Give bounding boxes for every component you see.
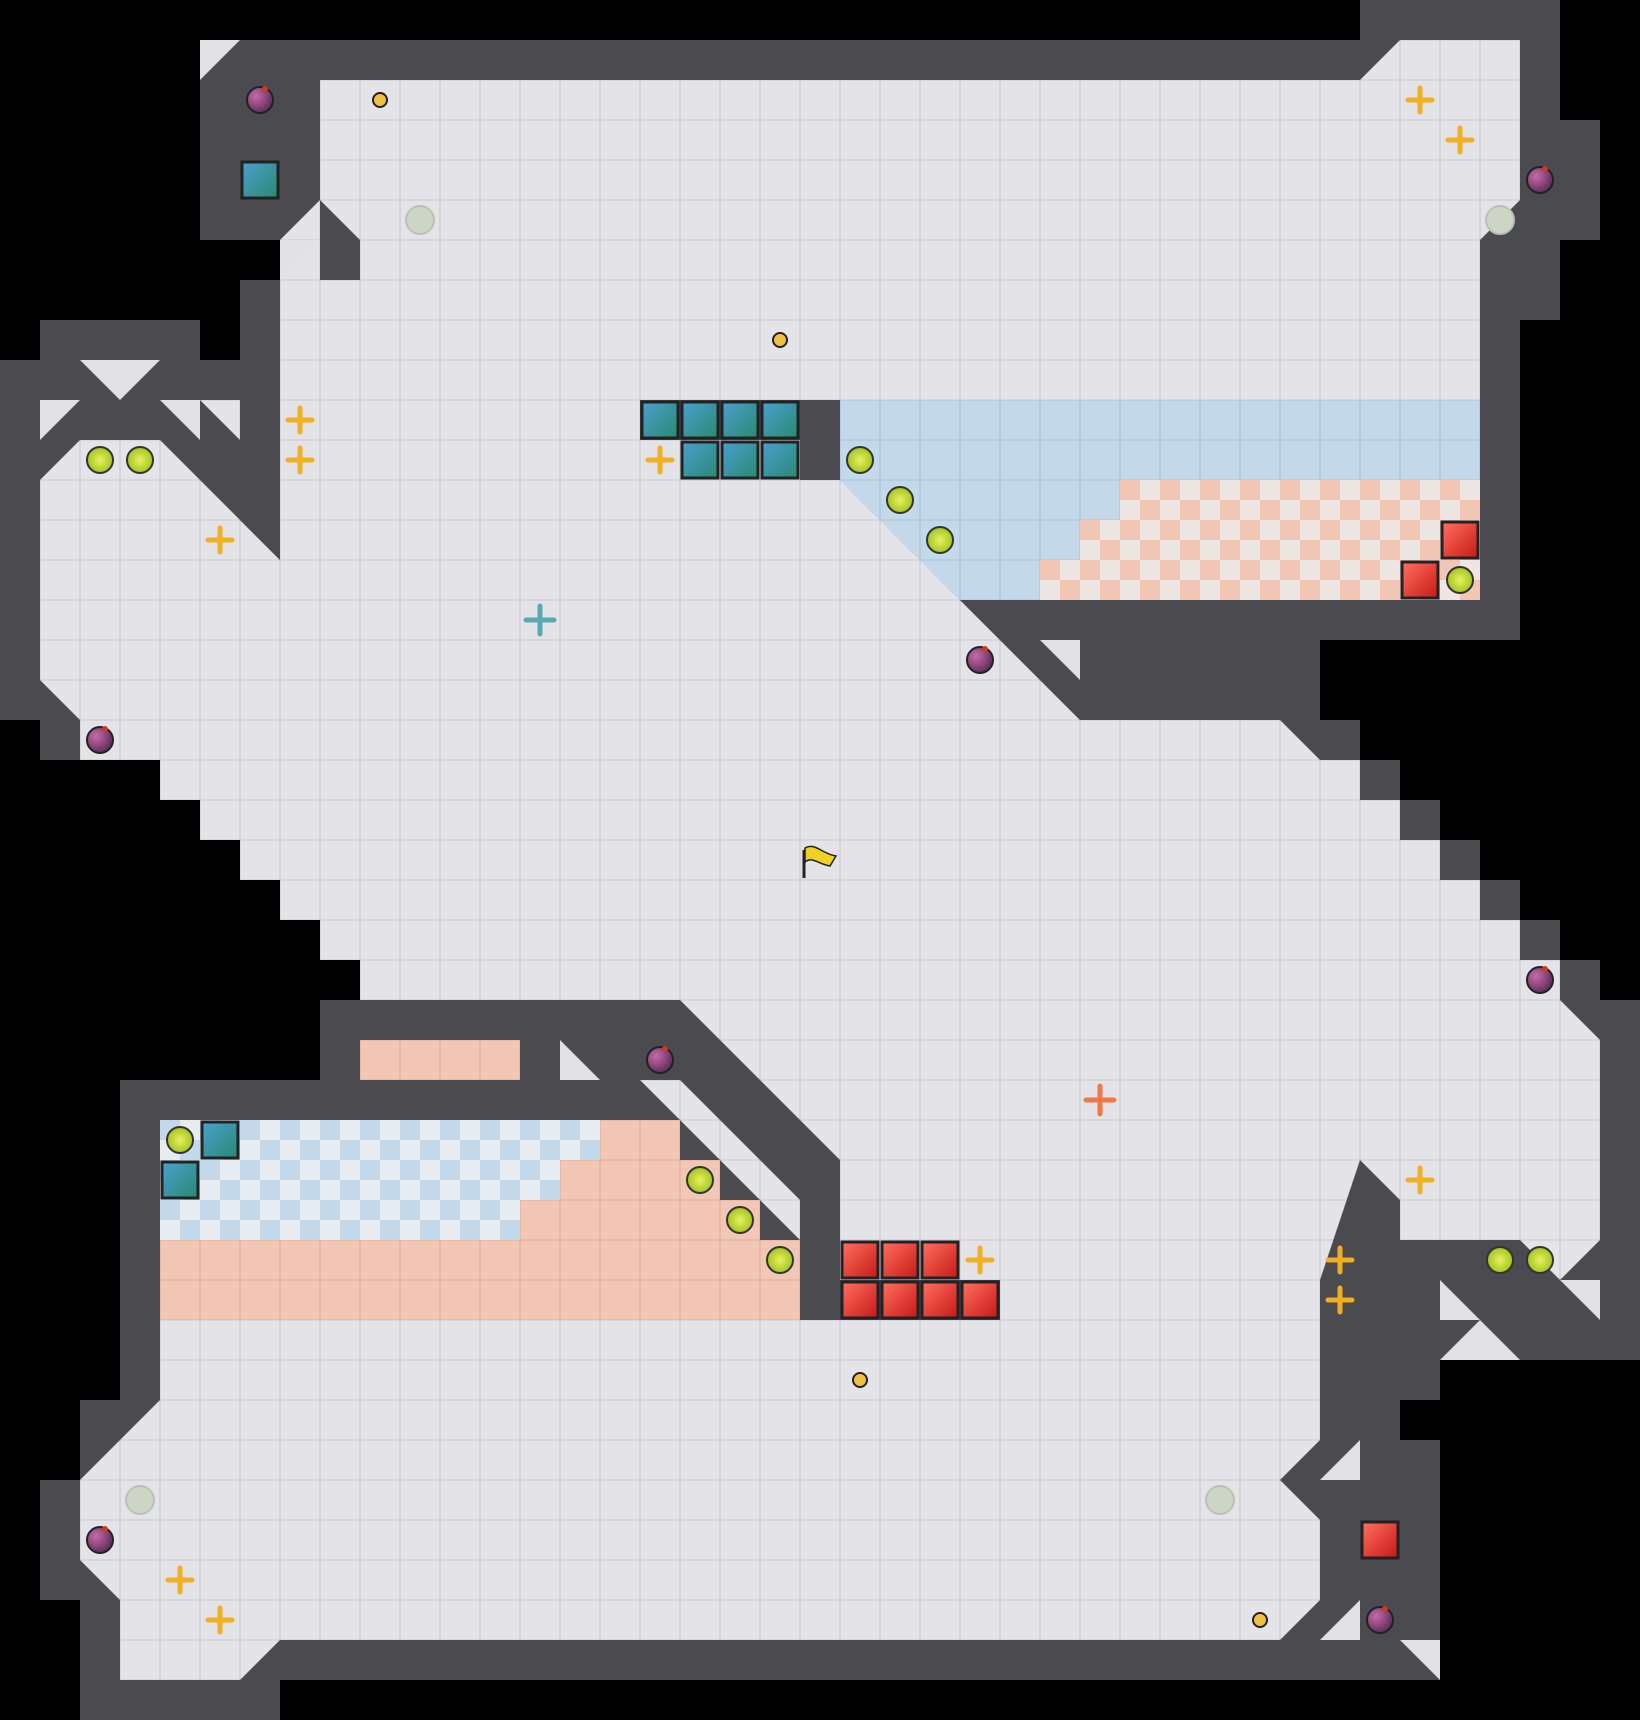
inactive-portal-icon — [1205, 1485, 1235, 1515]
inactive-portal-icon — [125, 1485, 155, 1515]
spike-icon — [86, 446, 114, 474]
red-gate-tile — [960, 1280, 1000, 1320]
button-icon — [1252, 1612, 1268, 1628]
red-gate-tile — [1360, 1520, 1400, 1560]
bomb-icon — [1366, 1606, 1394, 1634]
bomb-icon — [86, 726, 114, 754]
blue-gate-tile — [160, 1160, 200, 1200]
boosts — [165, 85, 1475, 1635]
blue-gate-tile — [200, 1120, 240, 1160]
spike-icon — [686, 1166, 714, 1194]
spike-icon — [886, 486, 914, 514]
red-boost-icon — [1083, 1083, 1117, 1117]
yellow-boost-icon — [1445, 125, 1475, 155]
yellow-boost-icon — [965, 1245, 995, 1275]
spike-icon — [766, 1246, 794, 1274]
yellow-boost-icon — [1405, 1165, 1435, 1195]
bomb-icon — [646, 1046, 674, 1074]
yellow-boost-icon — [1405, 85, 1435, 115]
red-gate-tile — [920, 1240, 960, 1280]
yellow-flag-icon — [802, 845, 838, 878]
blue-gate-tile — [760, 400, 800, 440]
button-icon — [372, 92, 388, 108]
button-icon — [772, 332, 788, 348]
blue-gate-tile — [240, 160, 280, 200]
portals — [125, 205, 1515, 1515]
red-gate-tile — [880, 1240, 920, 1280]
yellow-boost-icon — [1325, 1285, 1355, 1315]
blue-gate-tile — [760, 440, 800, 480]
yellow-boost-icon — [645, 445, 675, 475]
blue-gate-tile — [680, 440, 720, 480]
blue-gate-tile — [720, 400, 760, 440]
spike-icon — [1486, 1246, 1514, 1274]
bomb-icon — [1526, 166, 1554, 194]
yellow-boost-icon — [285, 445, 315, 475]
yellow-boost-icon — [285, 405, 315, 435]
bomb-icon — [1526, 966, 1554, 994]
spike-icon — [126, 446, 154, 474]
spike-icon — [1446, 566, 1474, 594]
spike-icon — [166, 1126, 194, 1154]
red-gate-tile — [920, 1280, 960, 1320]
button-icon — [852, 1372, 868, 1388]
spikes — [86, 446, 1554, 1274]
blue-gate-tile — [640, 400, 680, 440]
bomb-icon — [246, 86, 274, 114]
blue-boost-icon — [523, 603, 557, 637]
yellow-boost-icon — [1325, 1245, 1355, 1275]
inactive-portal-icon — [1485, 205, 1515, 235]
blue-gate-tiles — [160, 160, 800, 1200]
red-gate-tile — [840, 1280, 880, 1320]
blue-gate-tile — [680, 400, 720, 440]
red-gate-tile — [880, 1280, 920, 1320]
spike-icon — [846, 446, 874, 474]
red-team-zone-bottom — [160, 1040, 800, 1320]
blue-gate-tile — [720, 440, 760, 480]
buttons — [372, 92, 1268, 1628]
bomb-icon — [966, 646, 994, 674]
interior-walls — [40, 320, 1480, 1360]
bomb-icon — [86, 1526, 114, 1554]
wall-corners — [40, 40, 1600, 1680]
yellow-boost-icon — [205, 1605, 235, 1635]
red-gate-tile — [1400, 560, 1440, 600]
red-gate-tile — [840, 1240, 880, 1280]
yellow-boost-icon — [165, 1565, 195, 1595]
red-gate-tiles — [840, 520, 1480, 1560]
red-gate-tile — [1440, 520, 1480, 560]
inactive-portal-icon — [405, 205, 435, 235]
spike-icon — [726, 1206, 754, 1234]
yellow-boost-icon — [205, 525, 235, 555]
spike-icon — [926, 526, 954, 554]
bombs — [86, 86, 1554, 1634]
spike-icon — [1526, 1246, 1554, 1274]
